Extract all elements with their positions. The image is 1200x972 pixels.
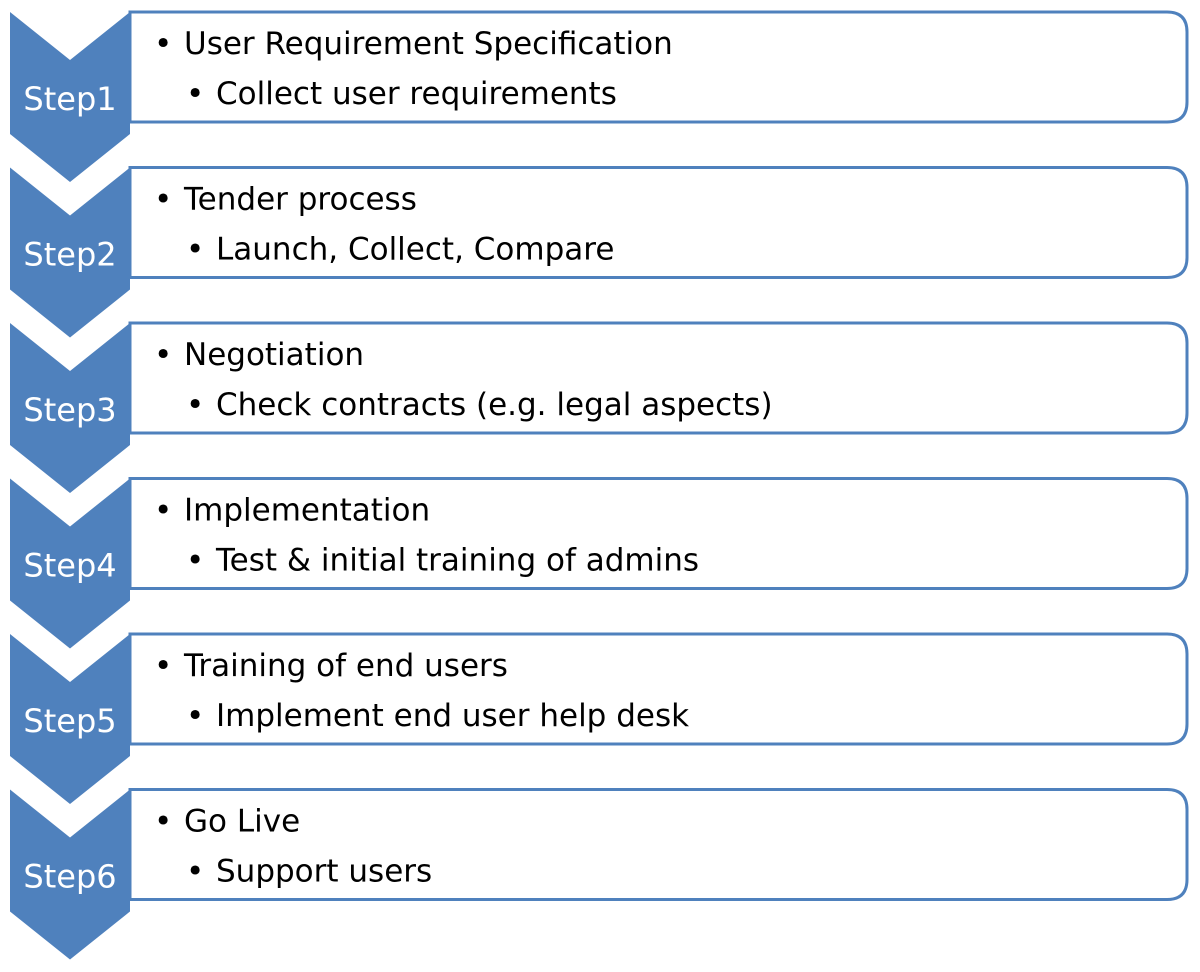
bullet-glyph: • xyxy=(154,182,172,218)
step-panel xyxy=(128,166,1189,279)
step-chevron xyxy=(10,323,130,493)
step-detail: Support users xyxy=(216,854,432,890)
bullet-glyph: • xyxy=(154,26,172,62)
step-label: Step4 xyxy=(23,547,116,585)
step-label: Step6 xyxy=(23,858,116,896)
step-panel xyxy=(128,321,1189,435)
bullet-glyph: • xyxy=(154,648,172,684)
step-2: Step2 • Tender process • Launch, Collect, Co… xyxy=(10,166,1189,338)
step-detail: Check contracts (e.g. legal aspects) xyxy=(216,387,773,423)
step-title: Tender process xyxy=(183,182,417,218)
step-chevron xyxy=(10,634,130,804)
bullet-glyph: • xyxy=(154,493,172,529)
step-detail: Test & initial training of admins xyxy=(215,543,699,579)
step-panel xyxy=(128,788,1189,901)
step-label: Step5 xyxy=(23,702,116,740)
step-5: Step5 • Training of end users • Implement en… xyxy=(10,632,1189,804)
step-chevron xyxy=(10,789,130,960)
step-detail: Implement end user help desk xyxy=(216,698,689,734)
step-1: Step1 • User Requirement Specification • Col… xyxy=(10,10,1189,182)
step-label: Step3 xyxy=(23,391,116,429)
step-title: Negotiation xyxy=(184,337,364,373)
step-chevron xyxy=(10,478,130,649)
step-4: Step4 • Implementation • Test & initial trai… xyxy=(10,477,1189,649)
bullet-glyph: • xyxy=(154,804,172,840)
step-panel xyxy=(128,10,1189,124)
step-chevron xyxy=(10,167,130,338)
step-panel xyxy=(128,632,1189,746)
step-6: Step6 • Go Live • Support users xyxy=(10,788,1189,960)
bullet-glyph: • xyxy=(186,543,204,579)
bullet-glyph: • xyxy=(186,698,204,734)
step-label: Step1 xyxy=(23,80,116,118)
step-title: Training of end users xyxy=(183,648,508,684)
step-panel xyxy=(128,477,1189,590)
step-chevron xyxy=(10,12,130,182)
bullet-glyph: • xyxy=(186,387,204,423)
step-label: Step2 xyxy=(23,236,116,274)
step-detail: Launch, Collect, Compare xyxy=(216,232,614,268)
bullet-glyph: • xyxy=(186,76,204,112)
step-title: Implementation xyxy=(184,493,430,529)
step-3: Step3 • Negotiation • Check contracts (e.g. … xyxy=(10,321,1189,493)
bullet-glyph: • xyxy=(186,854,204,890)
bullet-glyph: • xyxy=(154,337,172,373)
bullet-glyph: • xyxy=(186,232,204,268)
step-title: User Requirement Specification xyxy=(184,26,673,62)
step-detail: Collect user requirements xyxy=(216,76,617,112)
step-title: Go Live xyxy=(184,804,300,840)
